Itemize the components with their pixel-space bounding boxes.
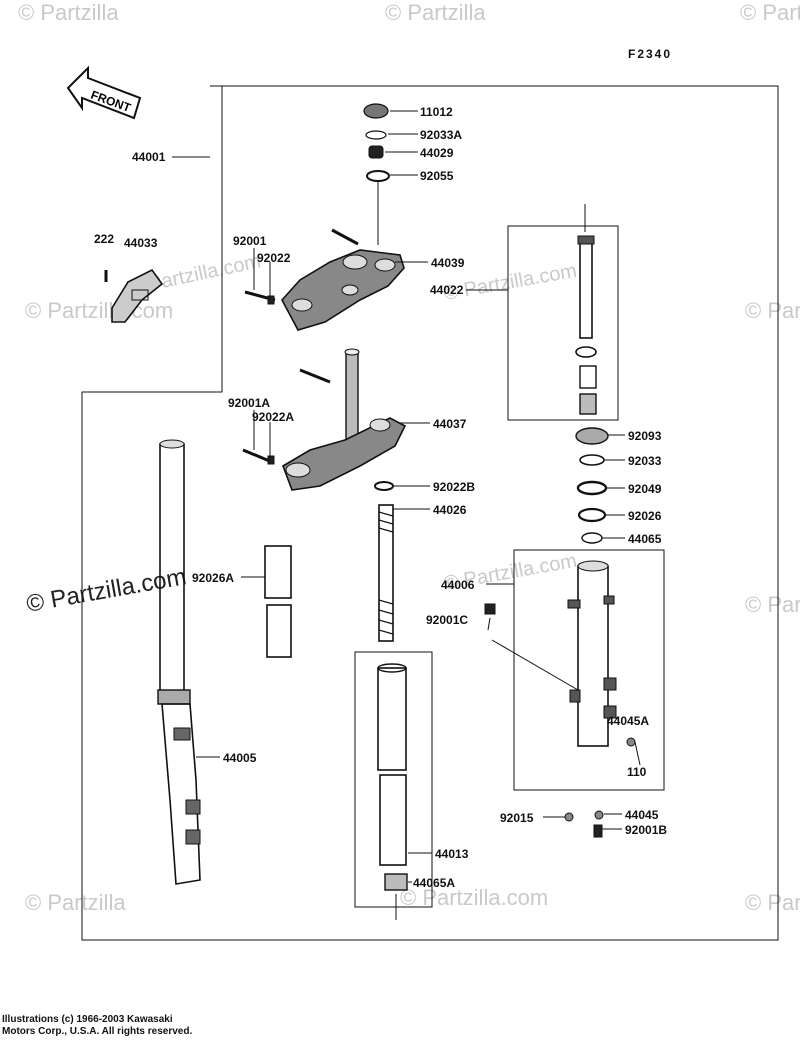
cap-stack: [363, 103, 390, 245]
part-labels: 11012 92033A 44029 92055 44001 222 44033…: [94, 105, 667, 890]
part-label: 44001: [132, 150, 166, 164]
part-label: 92001B: [625, 823, 667, 837]
watermark: © Partzilla: [745, 298, 800, 323]
leader-lines: [172, 110, 641, 883]
part-label: 44033: [124, 236, 158, 250]
part-label: 92093: [628, 429, 662, 443]
part-label: 92022B: [433, 480, 475, 494]
part-label: 44065A: [413, 876, 455, 890]
watermark: © Partzilla.com: [25, 298, 173, 323]
copyright-notice: Illustrations (c) 1966-2003 Kawasaki Mot…: [2, 1014, 192, 1038]
slider-box: [513, 549, 665, 791]
part-label: 44013: [435, 847, 469, 861]
inner-tube-box: [354, 651, 433, 908]
watermark: © Partzilla.com: [400, 885, 548, 910]
watermarks: © Partzilla © Partzilla © Partzilla © Pa…: [18, 0, 800, 915]
part-label: 44045A: [607, 714, 649, 728]
part-label: 92001A: [228, 396, 270, 410]
inner-tube: [377, 663, 408, 920]
assembly-frame: [81, 85, 779, 941]
bushings: [264, 545, 292, 658]
part-label: 44022: [430, 283, 464, 297]
small-hardware: [564, 737, 636, 838]
diagram-code: F2340: [628, 47, 672, 61]
part-label: 92049: [628, 482, 662, 496]
part-label: 44037: [433, 417, 467, 431]
damper-rod: [575, 204, 597, 415]
part-label: 44005: [223, 751, 257, 765]
bracket-44033: [104, 268, 164, 323]
watermark: © Partzilla: [745, 592, 800, 617]
upper-bracket: [244, 228, 405, 331]
part-label: 44039: [431, 256, 465, 270]
left-fork: [157, 439, 201, 885]
watermark-dark: © Partzilla.com: [24, 563, 188, 618]
part-label: 92026: [628, 509, 662, 523]
watermark: © Partzilla: [740, 0, 800, 25]
part-label: 92015: [500, 811, 534, 825]
outer-slider: [484, 560, 617, 747]
part-label: 44026: [433, 503, 467, 517]
watermark: © Partzilla: [25, 890, 126, 915]
part-label: 92026A: [192, 571, 234, 585]
part-label: 92001C: [426, 613, 468, 627]
part-label: 92055: [420, 169, 454, 183]
part-label: 92001: [233, 234, 267, 248]
part-label: 92033A: [420, 128, 462, 142]
copyright-line: Motors Corp., U.S.A. All rights reserved…: [2, 1026, 193, 1037]
part-label: 110: [627, 765, 647, 779]
copyright-line: Illustrations (c) 1966-2003 Kawasaki: [2, 1014, 173, 1025]
part-label: 44065: [628, 532, 662, 546]
spring-assembly: [374, 481, 394, 642]
front-arrow: FRONT: [66, 65, 142, 120]
watermark: © Partzilla: [745, 890, 800, 915]
watermark: © Partzilla: [18, 0, 119, 25]
seal-stack: [575, 427, 609, 544]
part-label: 222: [94, 232, 114, 246]
part-label: 44045: [625, 808, 659, 822]
lower-bracket: [242, 348, 407, 491]
part-label: 11012: [420, 105, 453, 119]
part-label: 44006: [441, 578, 475, 592]
watermark: © Partzilla: [385, 0, 486, 25]
damper-box: [507, 225, 619, 421]
part-label: 92033: [628, 454, 662, 468]
part-label: 44029: [420, 146, 454, 160]
part-label: 92022: [257, 251, 291, 265]
part-label: 92022A: [252, 410, 294, 424]
